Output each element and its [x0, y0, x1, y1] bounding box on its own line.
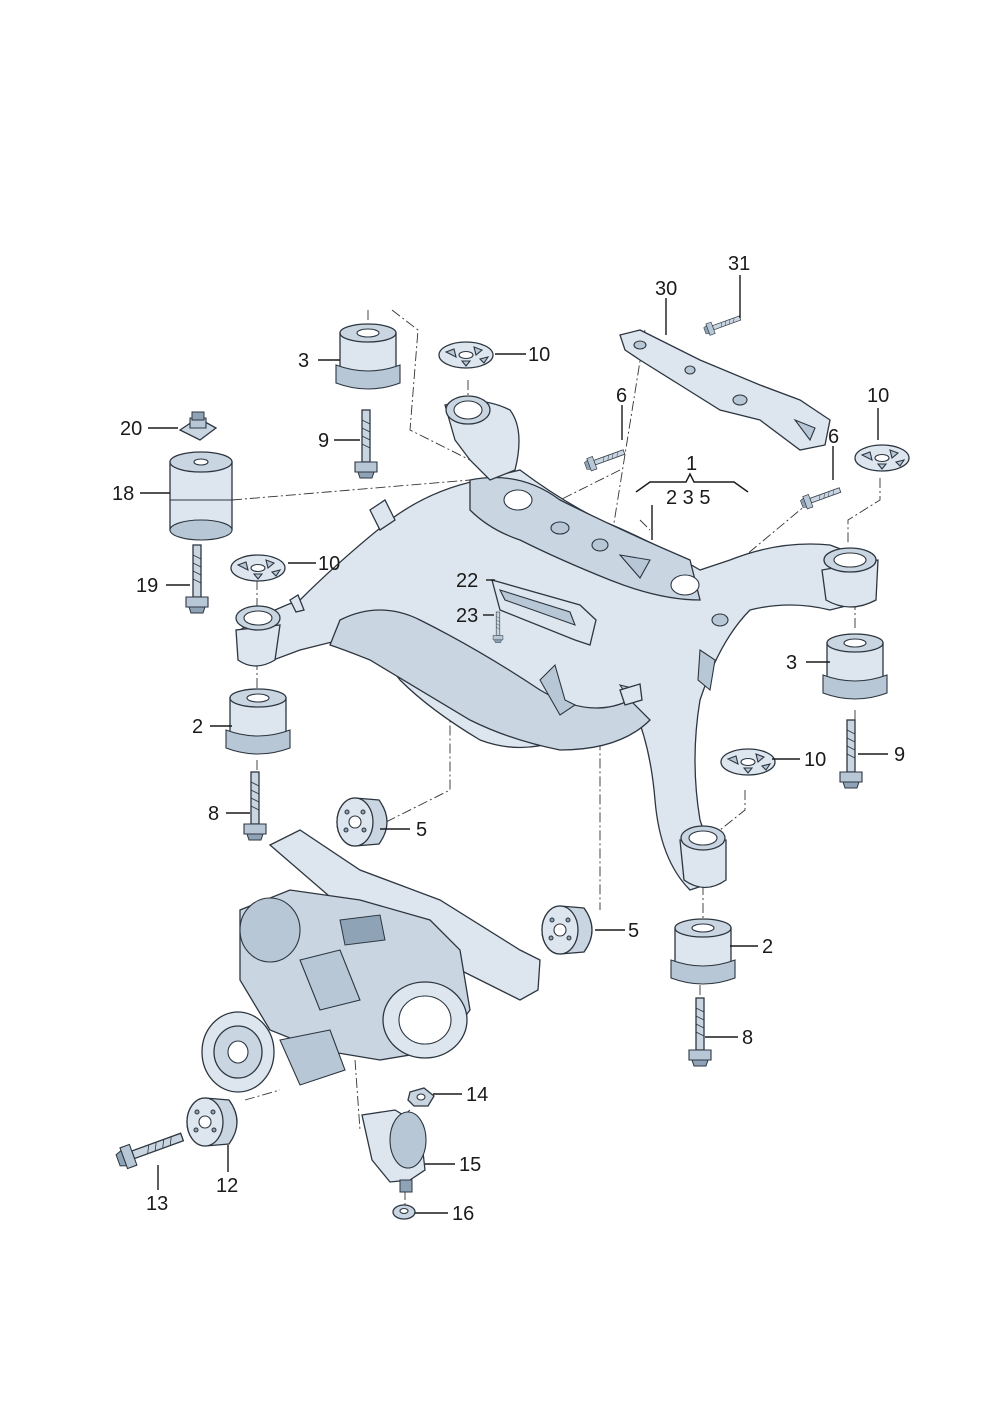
callout-8-right: 8 [742, 1027, 753, 1049]
callout-19: 19 [136, 575, 158, 597]
rear-subframe [235, 395, 879, 891]
callout-14: 14 [466, 1084, 488, 1106]
bushing-5-lower [541, 905, 593, 955]
washer-10-right-low [720, 748, 776, 776]
callout-6-left: 6 [616, 385, 627, 407]
bushing-3-left [335, 323, 401, 390]
washer-10-left [230, 554, 286, 582]
callout-31: 31 [728, 253, 750, 275]
callout-10-left: 10 [318, 553, 340, 575]
nut-16 [392, 1204, 416, 1220]
callout-labels: 1 2 3 5 3 20 9 18 19 10 10 2 8 5 5 6 6 3… [112, 253, 905, 1225]
bolt-8-left [243, 771, 267, 841]
washer-10-top [438, 341, 494, 369]
washer-10-right-top [854, 444, 910, 472]
callout-22: 22 [456, 570, 478, 592]
rear-differential [201, 829, 541, 1093]
callout-5-upper: 5 [416, 819, 427, 841]
nut-14 [407, 1087, 435, 1107]
callout-15: 15 [459, 1154, 481, 1176]
callout-8-left: 8 [208, 803, 219, 825]
callout-18: 18 [112, 483, 134, 505]
callout-13: 13 [146, 1193, 168, 1215]
callout-2-left: 2 [192, 716, 203, 738]
callout-5-lower: 5 [628, 920, 639, 942]
callout-10-top: 10 [528, 344, 550, 366]
callout-12: 12 [216, 1175, 238, 1197]
callout-9-left: 9 [318, 430, 329, 452]
damper-18 [169, 451, 233, 541]
bracket-22 [491, 579, 597, 646]
bushing-12 [186, 1097, 238, 1147]
callout-9-right: 9 [894, 744, 905, 766]
bolt-31 [702, 311, 743, 337]
bolt-13 [113, 1126, 187, 1172]
bolt-6-right [799, 483, 843, 511]
mount-bracket-15 [361, 1109, 427, 1193]
leader-lines [140, 275, 888, 1214]
bushing-3-right [822, 633, 888, 700]
callout-1: 1 [686, 453, 697, 475]
callout-3-left: 3 [298, 350, 309, 372]
callout-1-subitems: 2 3 5 [666, 487, 710, 509]
bolt-19 [185, 544, 209, 614]
callout-30: 30 [655, 278, 677, 300]
callout-16: 16 [452, 1203, 474, 1225]
callout-2-right: 2 [762, 936, 773, 958]
callout-10-right-low: 10 [804, 749, 826, 771]
reinforcement-bar-30 [619, 329, 831, 451]
callout-23: 23 [456, 605, 478, 627]
bolt-9-left [354, 409, 378, 479]
bushing-2-left [225, 688, 291, 755]
callout-10-right-top: 10 [867, 385, 889, 407]
nut-20 [178, 411, 218, 441]
bolt-6-left [583, 445, 627, 473]
callout-6-right: 6 [828, 426, 839, 448]
bushing-2-right [670, 918, 736, 985]
bushing-5-upper [336, 797, 388, 847]
bolt-8-right [688, 997, 712, 1067]
callout-3-right: 3 [786, 652, 797, 674]
callout-20: 20 [120, 418, 142, 440]
